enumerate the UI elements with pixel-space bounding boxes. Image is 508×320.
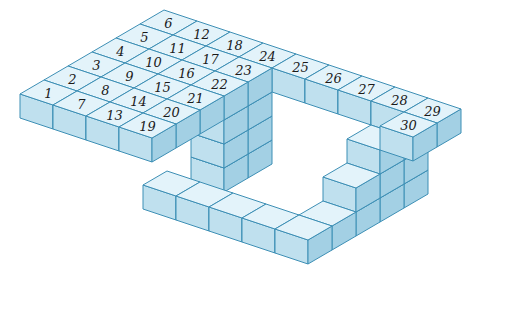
callout-number: 7 (77, 97, 85, 110)
callout-number: 9 (125, 69, 133, 82)
callout-number: 28 (391, 93, 408, 106)
callout-number: 30 (400, 118, 417, 131)
callout-number: 27 (358, 82, 375, 95)
callout-number: 22 (211, 77, 228, 90)
cube-top-face (275, 215, 332, 240)
callout-number: 17 (202, 52, 219, 65)
callout-number: 13 (106, 108, 123, 121)
callout-number: 14 (130, 94, 147, 107)
callout-number: 18 (226, 38, 243, 51)
callout-number: 20 (163, 105, 180, 118)
callout-number: 11 (169, 41, 186, 54)
callout-number: 10 (145, 55, 162, 68)
callout-number: 6 (164, 16, 172, 29)
callout-number: 21 (187, 91, 204, 104)
callout-number: 25 (292, 60, 309, 73)
callout-number: 15 (154, 80, 171, 93)
callout-number: 24 (259, 49, 276, 62)
callout-number: 2 (68, 72, 76, 85)
callout-number: 1 (44, 86, 52, 99)
callout-number: 29 (424, 104, 441, 117)
callout-number: 3 (92, 58, 100, 71)
callout-number: 19 (139, 119, 156, 132)
callout-number: 23 (235, 63, 252, 76)
callout-number: 26 (325, 71, 342, 84)
callout-number: 5 (140, 30, 148, 43)
callout-number: 12 (193, 27, 210, 40)
cube-top-face (323, 163, 380, 188)
callout-number: 16 (178, 66, 195, 79)
callout-number: 4 (116, 44, 124, 57)
callout-number: 8 (101, 83, 109, 96)
